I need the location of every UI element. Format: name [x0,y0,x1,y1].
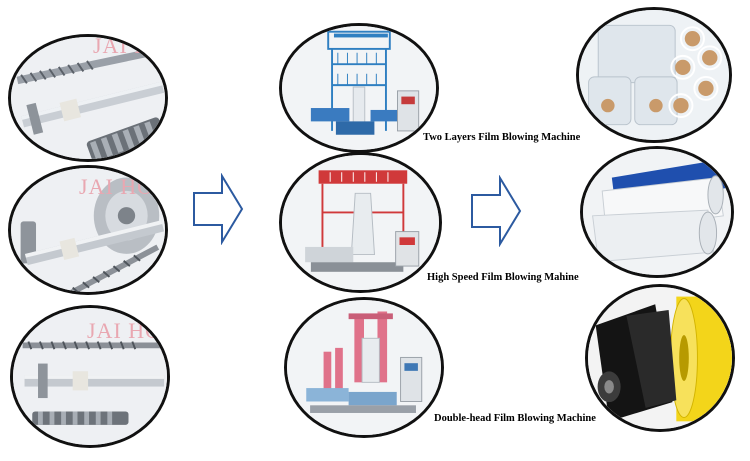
right-arrow-icon [471,175,522,247]
stretch-film-rolls-photo [576,7,732,143]
watermark-text: JAI HO [93,34,168,58]
screw-barrel-photo-1: JAI HO [8,34,168,162]
machine-caption: Double-head Film Blowing Machine [434,413,596,424]
machine-caption: Two Layers Film Blowing Machine [423,132,581,143]
black-yellow-film-rolls-photo [585,284,735,432]
watermark-text: JAI HO [87,318,163,343]
right-arrow-icon [193,173,244,245]
shrink-film-rolls-photo [580,146,734,278]
two-layers-machine-photo [279,23,439,153]
high-speed-machine-photo [279,152,442,293]
screw-barrel-photo-2: JAI HO [8,165,168,295]
machine-caption: High Speed Film Blowing Mahine [427,272,579,283]
screw-barrel-photo-3: JAI HO [10,305,170,448]
watermark-text: JAI HO [79,174,155,199]
double-head-machine-photo [284,297,444,438]
